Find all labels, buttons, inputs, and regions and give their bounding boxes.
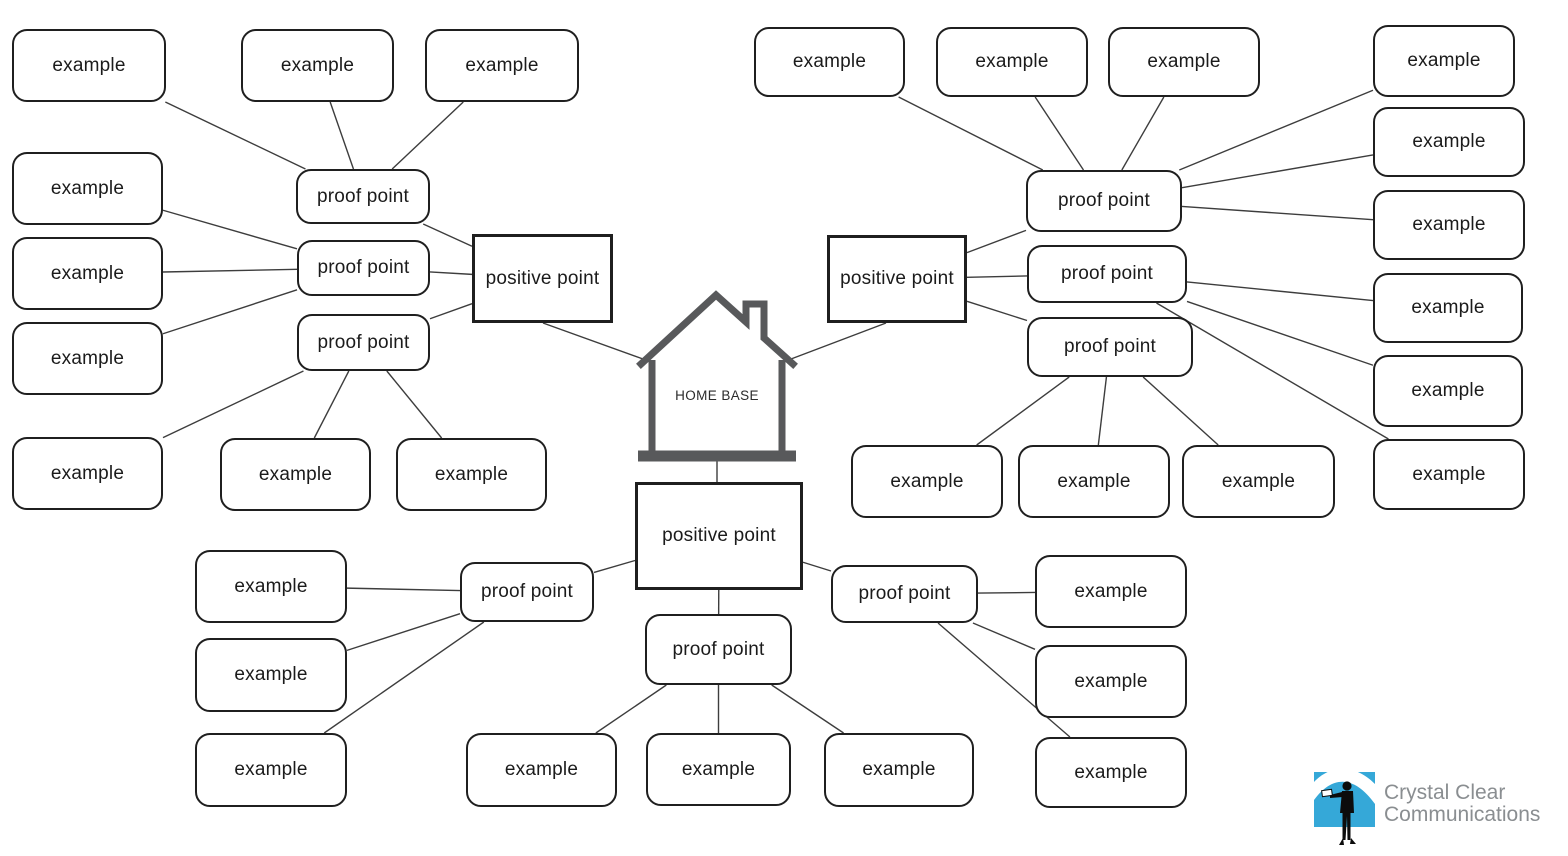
connector-line [790, 322, 887, 360]
logo-text: Crystal Clear Communications [1384, 782, 1540, 826]
connector-line [937, 622, 1071, 738]
example-box: example [12, 237, 163, 310]
example-box: example [12, 152, 163, 225]
connector-line [429, 271, 473, 276]
example-box: example [1373, 25, 1515, 97]
example-box: example [1035, 555, 1187, 628]
example-box: example [466, 733, 617, 807]
connector-line [1142, 376, 1219, 446]
example-box: example [1373, 107, 1525, 177]
connector-line [1186, 300, 1374, 366]
example-box: example [195, 638, 347, 712]
positive-point-box: positive point [635, 482, 803, 590]
connector-line [802, 561, 832, 572]
logo-text-line2: Communications [1384, 803, 1541, 826]
example-box: example [195, 550, 347, 623]
example-box: example [646, 733, 791, 806]
example-box: example [12, 29, 166, 102]
proof-point-box: proof point [297, 240, 430, 296]
connector-line [162, 370, 304, 439]
connector-line [162, 268, 298, 273]
connector-line [1181, 154, 1374, 189]
connector-line [966, 300, 1028, 322]
crystal-clear-logo: Crystal Clear Communications [1311, 768, 1561, 850]
connector-line [162, 289, 298, 335]
connector-line [593, 559, 636, 574]
person-silhouette-icon [1330, 781, 1356, 845]
connector-line [346, 587, 461, 592]
connector-line [391, 101, 464, 170]
proof-point-box: proof point [645, 614, 792, 685]
example-box: example [1373, 190, 1525, 260]
connector-line [329, 101, 355, 170]
proof-point-box: proof point [1026, 170, 1182, 232]
proof-point-box: proof point [1027, 245, 1187, 303]
example-box: example [220, 438, 371, 511]
example-box: example [425, 29, 579, 102]
connector-line [429, 303, 473, 320]
connector-line [966, 275, 1028, 279]
connector-line [595, 684, 667, 734]
connector-line [1121, 96, 1165, 171]
connector-line [771, 684, 844, 734]
logo-swoosh-icon [1314, 768, 1375, 804]
example-box: example [12, 437, 163, 510]
proof-point-box: proof point [296, 169, 430, 224]
crystal-clear-logo-icon [1314, 768, 1375, 845]
connector-line [323, 621, 485, 734]
connector-line [1186, 281, 1374, 302]
connector-line [1179, 89, 1374, 171]
positive-point-box: positive point [472, 234, 613, 323]
connector-line [1156, 302, 1389, 440]
example-box: example [1373, 439, 1525, 510]
connector-line [542, 322, 644, 360]
connector-line [165, 101, 306, 170]
connector-line [346, 613, 461, 652]
example-box: example [241, 29, 394, 102]
connector-line [422, 223, 473, 247]
logo-white-card [1321, 788, 1333, 798]
logo-text-line1: Crystal Clear [1384, 781, 1506, 804]
connector-line [162, 209, 298, 250]
example-box: example [1373, 355, 1523, 427]
example-box: example [1035, 645, 1187, 718]
connector-line [1097, 376, 1108, 446]
proof-point-box: proof point [1027, 317, 1193, 377]
positive-point-box: positive point [827, 235, 967, 323]
example-box: example [12, 322, 163, 395]
example-box: example [195, 733, 347, 807]
example-box: example [824, 733, 974, 807]
example-box: example [1182, 445, 1335, 518]
example-box: example [936, 27, 1088, 97]
connector-line [972, 622, 1036, 650]
example-box: example [1018, 445, 1170, 518]
home-base-label: HOME BASE [675, 388, 759, 403]
connector-line [898, 96, 1044, 171]
connector-line [966, 229, 1027, 254]
example-box: example [754, 27, 905, 97]
connector-line [1034, 96, 1085, 171]
example-box: example [1108, 27, 1260, 97]
example-box: example [1035, 737, 1187, 808]
proof-point-box: proof point [460, 562, 594, 622]
example-box: example [1373, 273, 1523, 343]
connector-line [386, 370, 443, 439]
connector-line [976, 376, 1070, 446]
connector-line [1181, 205, 1374, 221]
home-base-house-icon [636, 290, 798, 462]
connector-line [977, 591, 1036, 594]
connector-line [313, 370, 350, 439]
proof-point-box: proof point [297, 314, 430, 371]
example-box: example [851, 445, 1003, 518]
proof-point-box: proof point [831, 565, 978, 623]
example-box: example [396, 438, 547, 511]
house-roof [636, 290, 798, 369]
